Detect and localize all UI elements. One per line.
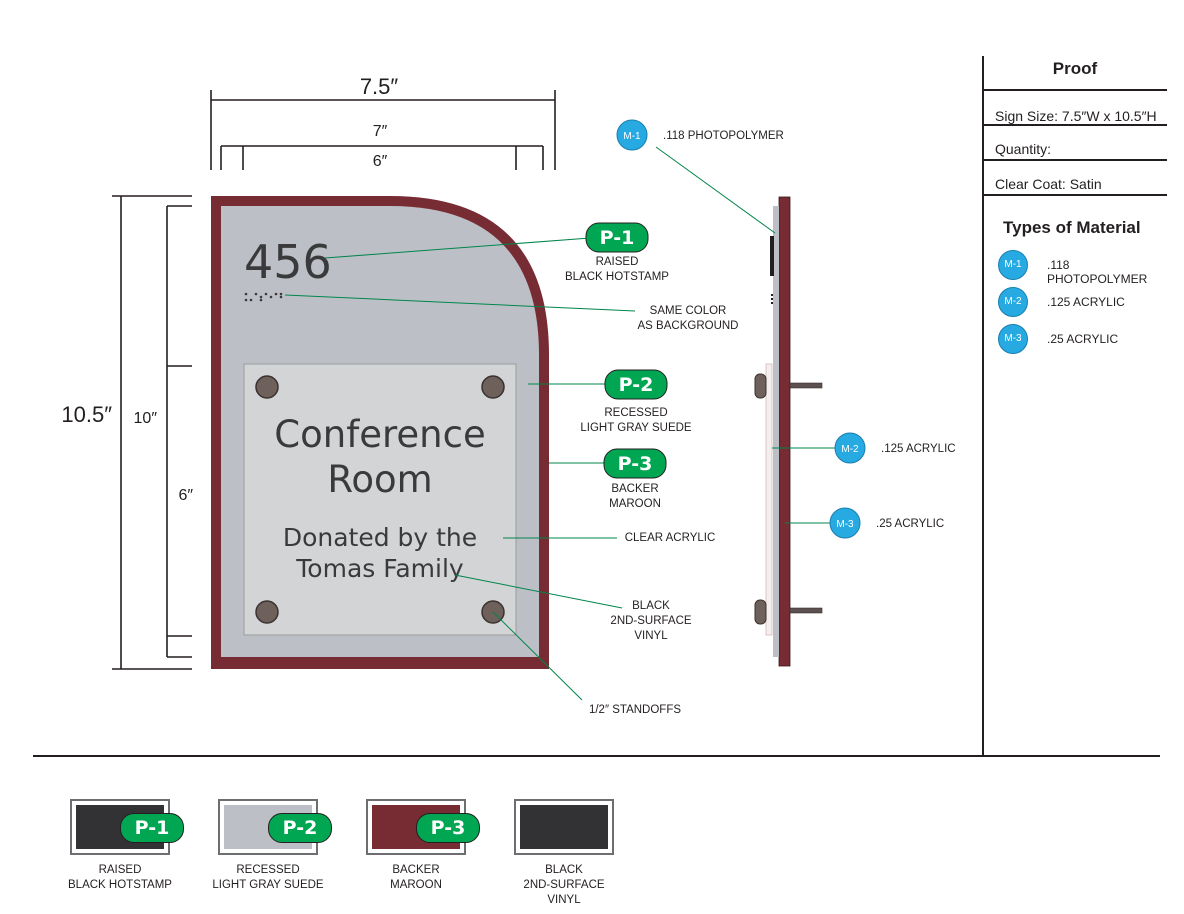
braille-callout-line-2: AS BACKGROUND (638, 320, 739, 332)
p1-callout-line-1: RAISED (596, 256, 639, 268)
p3-badge: P-3 (603, 448, 667, 479)
vinyl-callout-line-1: BLACK (632, 600, 670, 612)
swatch-box (514, 799, 614, 855)
p1-badge: P-1 (585, 222, 649, 253)
height-inner-label: 10″ (134, 410, 158, 427)
proof-title: Proof (983, 56, 1167, 91)
m2-side-label: .125 ACRYLIC (881, 443, 956, 455)
swatch-box: P-3 (366, 799, 480, 855)
svg-text:M-2: M-2 (841, 444, 859, 455)
swatch-caption-line: BLACK (545, 864, 583, 876)
materials-title: Types of Material (1003, 218, 1141, 237)
swatch-color (520, 805, 608, 849)
m3-badge: M-3 (829, 507, 861, 539)
leader-lines-side (655, 146, 836, 524)
width-dimension-7-5 (210, 90, 556, 170)
svg-text:P-2: P-2 (619, 374, 654, 396)
proof-panel: Proof Sign Size: 7.5″W x 10.5″H Quantity… (983, 56, 1167, 361)
material-label: .125 ACRYLIC (1047, 295, 1125, 309)
braille-callout-line-1: SAME COLOR (650, 305, 727, 317)
material-item: M-1 .118 PHOTOPOLYMER (983, 250, 1167, 287)
svg-text:P-1: P-1 (600, 227, 635, 249)
side-view (754, 196, 823, 667)
svg-text:P-3: P-3 (618, 453, 653, 475)
material-label: .118 PHOTOPOLYMER (1047, 258, 1148, 286)
swatch-badge: P-1 (120, 813, 184, 843)
quantity-field: Quantity: (983, 126, 1167, 161)
braille-dots (244, 292, 283, 302)
room-name-line-1: Conference (274, 413, 485, 456)
height-dimension-10-5 (112, 195, 192, 670)
material-label: .25 ACRYLIC (1047, 332, 1119, 346)
swatch-badge: P-2 (268, 813, 332, 843)
m3-side-label: .25 ACRYLIC (876, 518, 944, 530)
p1-callout-line-2: BLACK HOTSTAMP (565, 271, 669, 283)
height-dimension-6 (167, 365, 192, 637)
width-total-label: 7.5″ (360, 74, 399, 99)
swatch-caption-line: MAROON (390, 879, 442, 891)
material-item: M-2 .125 ACRYLIC (983, 287, 1167, 324)
material-badge: M-2 (998, 287, 1028, 317)
leader-lines-front (284, 237, 636, 701)
swatch-caption-line: BLACK HOTSTAMP (68, 879, 172, 891)
material-badge: M-1 (998, 250, 1028, 280)
sign-size-field: Sign Size: 7.5″W x 10.5″H (983, 91, 1167, 126)
swatch-box: P-2 (218, 799, 332, 855)
swatch-caption-line: RECESSED (236, 864, 300, 876)
clear-acrylic-callout: CLEAR ACRYLIC (625, 532, 716, 544)
donor-line-2: Tomas Family (295, 554, 464, 583)
standoffs-callout: 1/2″ STANDOFFS (589, 704, 681, 716)
width-inner-label: 7″ (373, 123, 388, 140)
swatch-caption-line: VINYL (547, 894, 581, 906)
m1-badge: M-1 (616, 119, 648, 151)
clear-coat-field: Clear Coat: Satin (983, 161, 1167, 196)
standoff-caps (255, 375, 505, 624)
svg-text:M-1: M-1 (623, 131, 641, 142)
vinyl-callout-line-3: VINYL (634, 630, 668, 642)
swatch-caption: BACKER MAROON (341, 863, 491, 893)
material-item: M-3 .25 ACRYLIC (983, 324, 1167, 361)
m1-side-label: .118 PHOTOPOLYMER (663, 130, 784, 142)
swatch-p1: P-1 RAISED BLACK HOTSTAMP (68, 799, 184, 893)
svg-text:M-3: M-3 (836, 519, 854, 530)
swatch-caption: RAISED BLACK HOTSTAMP (45, 863, 195, 893)
swatch-caption-line: LIGHT GRAY SUEDE (212, 879, 324, 891)
p3-callout-line-1: BACKER (611, 483, 658, 495)
p2-callout-line-2: LIGHT GRAY SUEDE (580, 422, 692, 434)
swatch-vinyl: BLACK 2ND-SURFACE VINYL (514, 799, 614, 908)
swatch-caption: RECESSED LIGHT GRAY SUEDE (193, 863, 343, 893)
m2-badge: M-2 (834, 432, 866, 464)
swatch-p2: P-2 RECESSED LIGHT GRAY SUEDE (212, 799, 332, 893)
width-dimension-6 (242, 146, 517, 170)
p3-callout-line-2: MAROON (609, 498, 661, 510)
height-total-label: 10.5″ (61, 402, 112, 427)
p2-badge: P-2 (604, 369, 668, 400)
swatch-box: P-1 (70, 799, 184, 855)
donor-line-1: Donated by the (283, 523, 477, 552)
width-panel-label: 6″ (373, 153, 388, 170)
clear-acrylic-panel (243, 363, 517, 636)
swatch-caption-line: RAISED (98, 864, 142, 876)
room-number: 456 (244, 235, 332, 289)
vinyl-callout-line-2: 2ND-SURFACE (610, 615, 691, 627)
material-badge: M-3 (998, 324, 1028, 354)
swatch-caption-line: 2ND-SURFACE (523, 879, 605, 891)
room-name-line-2: Room (327, 458, 432, 501)
p2-callout-line-1: RECESSED (604, 407, 667, 419)
swatch-caption-line: BACKER (392, 864, 440, 876)
height-panel-label: 6″ (178, 487, 193, 504)
height-dimension-10 (166, 205, 192, 658)
swatch-badge: P-3 (416, 813, 480, 843)
swatch-caption: BLACK 2ND-SURFACE VINYL (489, 863, 639, 908)
swatch-p3: P-3 BACKER MAROON (366, 799, 480, 893)
width-dimension-7 (220, 145, 544, 170)
